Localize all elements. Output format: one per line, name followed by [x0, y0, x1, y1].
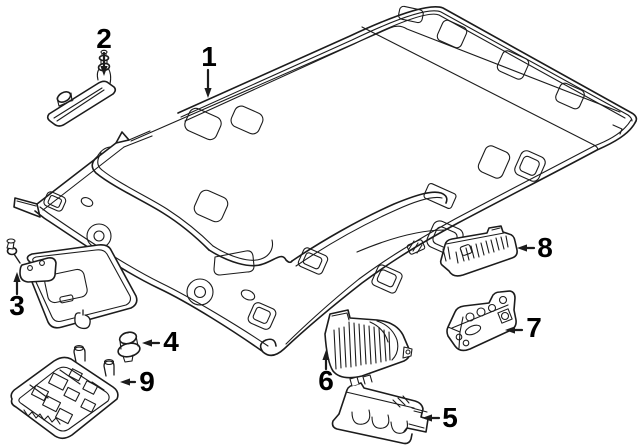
callout-arrow-7 — [505, 326, 524, 334]
callout-label-3: 3 — [9, 290, 25, 321]
switch-module-drawing — [446, 290, 517, 352]
callout-arrow-6 — [322, 350, 330, 371]
overhead-console-drawing — [10, 344, 119, 440]
lamp-housing-drawing — [324, 309, 413, 379]
callout-label-2: 2 — [96, 23, 112, 54]
callout-label-6: 6 — [318, 365, 334, 396]
callout-label-1: 1 — [201, 41, 217, 72]
visor-clip-drawing — [117, 331, 141, 363]
grab-handle-drawing — [46, 49, 117, 127]
callout-label-9: 9 — [139, 366, 155, 397]
dome-lamp-drawing — [331, 374, 429, 445]
callout-arrow-8 — [517, 244, 536, 252]
callout-arrows — [13, 51, 536, 422]
callout-label-7: 7 — [526, 312, 542, 343]
callout-label-4: 4 — [163, 326, 179, 357]
callout-arrow-1 — [204, 68, 212, 98]
callout-arrow-9 — [120, 378, 137, 386]
callout-arrow-5 — [422, 414, 441, 422]
callout-label-5: 5 — [442, 402, 458, 433]
callout-arrow-3 — [13, 272, 21, 296]
callout-arrow-4 — [142, 339, 161, 347]
callout-arrow-2 — [100, 51, 108, 76]
headliner-drawing — [13, 5, 638, 357]
reading-lamp-drawing — [439, 225, 518, 277]
sun-visor-drawing — [6, 238, 138, 330]
callout-label-8: 8 — [537, 232, 553, 263]
